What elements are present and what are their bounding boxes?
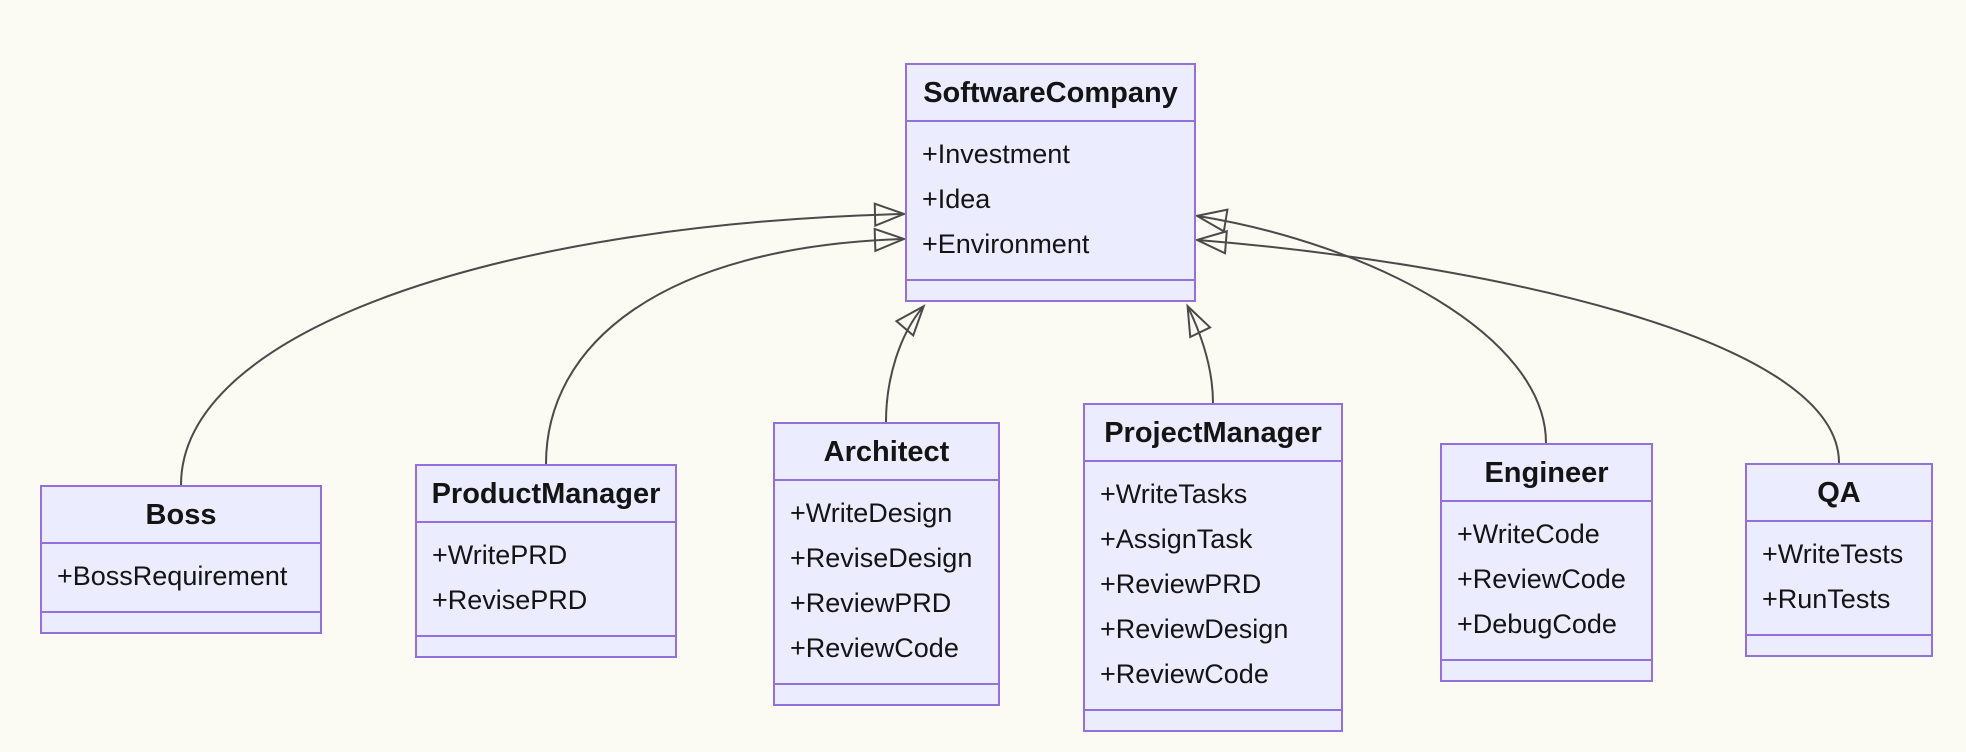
class-member: +Investment [922, 139, 1070, 169]
class-member: +BossRequirement [57, 561, 288, 591]
class-member: +RevisePRD [432, 585, 588, 615]
class-member: +WriteDesign [790, 498, 953, 528]
class-title: Boss [42, 487, 320, 544]
class-members: +WriteDesign +ReviseDesign +ReviewPRD +R… [775, 481, 998, 685]
class-member: +ReviewCode [790, 633, 959, 663]
class-box-architect: Architect +WriteDesign +ReviseDesign +Re… [773, 422, 1000, 706]
class-title: SoftwareCompany [907, 65, 1194, 122]
class-members: +WriteTasks +AssignTask +ReviewPRD +Revi… [1085, 462, 1341, 711]
class-member: +WriteTests [1762, 539, 1904, 569]
class-member: +WriteTasks [1100, 479, 1248, 509]
class-member: +ReviewPRD [790, 588, 952, 618]
class-member: +DebugCode [1457, 609, 1617, 639]
class-methods-empty [1085, 711, 1341, 730]
class-member: +Idea [922, 184, 991, 214]
edge-architect-to-softwarecompany [885, 304, 926, 423]
class-methods-empty [42, 613, 320, 632]
class-member: +Environment [922, 229, 1090, 259]
class-title: Architect [775, 424, 998, 481]
class-member: +RunTests [1762, 584, 1891, 614]
class-members: +BossRequirement [42, 544, 320, 613]
class-member: +ReviewCode [1457, 564, 1626, 594]
class-box-engineer: Engineer +WriteCode +ReviewCode +DebugCo… [1440, 443, 1653, 682]
class-methods-empty [775, 685, 998, 704]
class-members: +WritePRD +RevisePRD [417, 523, 675, 637]
class-member: +ReviseDesign [790, 543, 973, 573]
class-title: ProjectManager [1085, 405, 1341, 462]
class-box-softwarecompany: SoftwareCompany +Investment +Idea +Envir… [905, 63, 1196, 302]
class-members: +WriteTests +RunTests [1747, 522, 1931, 636]
class-member: +WriteCode [1457, 519, 1600, 549]
class-member: +ReviewCode [1100, 659, 1269, 689]
class-title: QA [1747, 465, 1931, 522]
class-methods-empty [1747, 636, 1931, 655]
class-box-projectmanager: ProjectManager +WriteTasks +AssignTask +… [1083, 403, 1343, 732]
class-box-productmanager: ProductManager +WritePRD +RevisePRD [415, 464, 677, 658]
class-methods-empty [1442, 661, 1651, 680]
class-title: ProductManager [417, 466, 675, 523]
class-box-boss: Boss +BossRequirement [40, 485, 322, 634]
class-members: +Investment +Idea +Environment [907, 122, 1194, 281]
class-title: Engineer [1442, 445, 1651, 502]
class-member: +ReviewDesign [1100, 614, 1289, 644]
class-member: +WritePRD [432, 540, 568, 570]
edge-projectmanager-to-softwarecompany [1186, 303, 1214, 404]
class-box-qa: QA +WriteTests +RunTests [1745, 463, 1933, 657]
class-methods-empty [417, 637, 675, 656]
class-members: +WriteCode +ReviewCode +DebugCode [1442, 502, 1651, 661]
class-member: +ReviewPRD [1100, 569, 1262, 599]
class-methods-empty [907, 281, 1194, 300]
class-member: +AssignTask [1100, 524, 1253, 554]
